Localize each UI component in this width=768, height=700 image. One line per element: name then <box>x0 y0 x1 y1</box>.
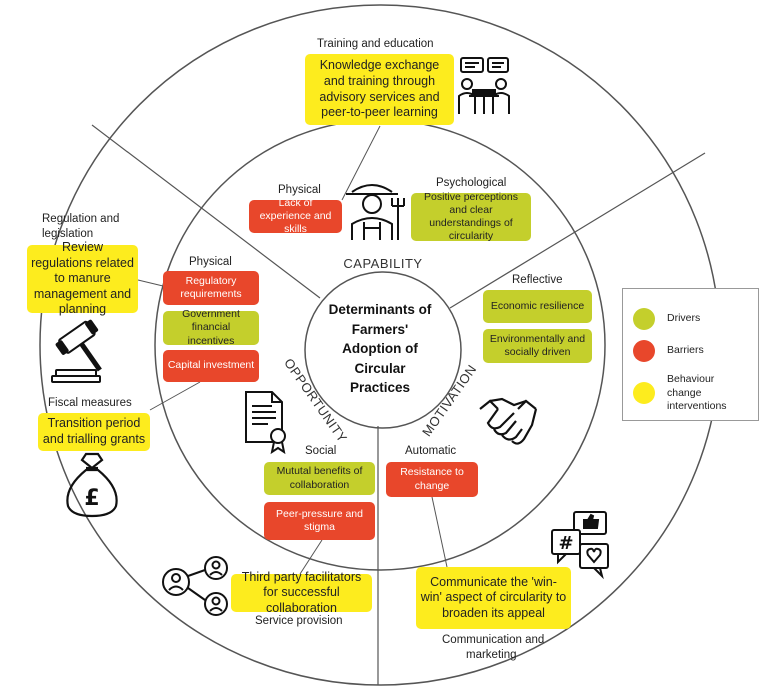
barrier-regulatory-requirements: Regulatory requirements <box>163 271 259 305</box>
intervention-communicate-win: Communicate the 'win-win' aspect of circ… <box>416 567 571 629</box>
sublabel-opportunity-social: Social <box>305 445 337 457</box>
barrier-resistance-change: Resistance to change <box>386 462 478 497</box>
connector-service <box>299 539 323 575</box>
legend-swatch-interventions <box>633 382 655 405</box>
gavel-icon <box>51 319 102 383</box>
divider-upper-left <box>91 124 321 299</box>
social-media-icon: # <box>551 511 609 580</box>
driver-environmentally-driven: Environmentally and socially driven <box>483 329 592 363</box>
legend-swatch-barriers <box>633 340 655 362</box>
category-fiscal: Fiscal measures <box>48 397 132 409</box>
category-communication-line1: Communication and <box>442 634 545 646</box>
handshake-icon <box>479 397 538 445</box>
connector-fiscal <box>149 381 201 411</box>
legend-label-interventions: Behaviour change interventions <box>667 373 727 413</box>
driver-government-incentives: Government financial incentives <box>163 308 259 347</box>
hashtag-glyph: # <box>558 533 573 554</box>
legend-label-drivers: Drivers <box>667 312 701 325</box>
barrier-peer-pressure: Peer-pressure and stigma <box>264 502 375 540</box>
center-title-line: Practices <box>349 380 411 396</box>
center-title: Determinants of Farmers' Adoption of Cir… <box>310 300 450 398</box>
connector-training <box>341 125 381 201</box>
category-regulation-line2: legislation <box>42 228 94 240</box>
sublabel-capability-physical: Physical <box>278 184 321 196</box>
center-title-line: Farmers' <box>351 321 409 337</box>
category-service: Service provision <box>255 615 343 627</box>
intervention-third-party: Third party facilitators for successful … <box>231 570 372 615</box>
divider-upper-right <box>449 152 706 309</box>
legend-swatch-drivers <box>633 308 655 330</box>
intervention-review-regulations: Review regulations related to manure man… <box>27 240 138 316</box>
farmer-icon <box>346 184 405 240</box>
money-bag-icon: £ <box>66 452 118 518</box>
certificate-icon <box>245 391 286 455</box>
sector-label-capability: CAPABILITY <box>343 256 422 271</box>
legend-label-barriers: Barriers <box>667 344 704 357</box>
connector-regulation <box>137 279 164 287</box>
sublabel-capability-psychological: Psychological <box>436 177 507 189</box>
network-icon <box>162 556 228 616</box>
category-training: Training and education <box>317 38 434 50</box>
inner-circle <box>304 271 462 429</box>
center-title-line: Adoption of <box>342 341 418 357</box>
intervention-transition-grants: Transition period and trialling grants <box>38 413 150 451</box>
intervention-knowledge-exchange: Knowledge exchange and training through … <box>305 54 454 125</box>
center-title-line: Determinants of <box>328 302 432 317</box>
driver-mutual-benefits: Mututal benefits of collaboration <box>264 462 375 495</box>
center-title-line: Circular <box>354 360 406 376</box>
category-regulation-line1: Regulation and <box>42 213 120 225</box>
pound-glyph: £ <box>84 486 99 511</box>
connector-communication <box>431 496 448 568</box>
legend-row-drivers: Drivers <box>633 308 700 330</box>
legend-row-barriers: Barriers <box>633 340 704 362</box>
barrier-lack-experience: Lack of experience and skills <box>249 197 342 235</box>
driver-economic-resilience: Economic resilience <box>483 290 592 323</box>
driver-positive-perceptions: Positive perceptions and clear understan… <box>411 191 531 242</box>
sublabel-motivation-reflective: Reflective <box>512 274 563 286</box>
barrier-capital-investment: Capital investment <box>163 350 259 382</box>
legend: Drivers Barriers Behaviour change interv… <box>622 288 759 421</box>
meeting-icon <box>458 57 510 114</box>
sublabel-opportunity-physical: Physical <box>189 256 232 268</box>
legend-row-interventions: Behaviour change interventions <box>633 373 747 414</box>
category-communication-line2: marketing <box>466 649 517 661</box>
sublabel-motivation-automatic: Automatic <box>405 445 457 457</box>
